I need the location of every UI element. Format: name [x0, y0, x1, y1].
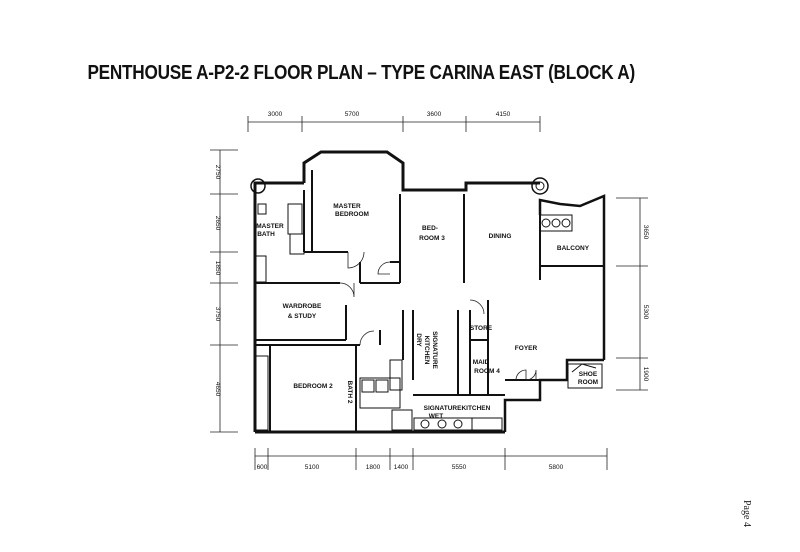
- dim-bottom-2: 5100: [305, 464, 320, 471]
- dim-right-3: 1900: [642, 367, 649, 382]
- dim-bottom-4: 1400: [394, 464, 409, 471]
- room-labels: MASTER BEDROOM MASTER BATH BED- ROOM 3 D…: [256, 203, 598, 420]
- label-wardrobe-2: & STUDY: [288, 313, 317, 320]
- dim-top-2: 5700: [345, 111, 360, 118]
- label-wardrobe-1: WARDROBE: [283, 303, 322, 310]
- label-kitchen-wet-2: WET: [429, 413, 443, 420]
- label-shoe-1: SHOE: [579, 371, 598, 378]
- label-kitchen-dry-2: KITCHEN: [423, 336, 430, 365]
- bottom-dimension-chain: [254, 448, 608, 470]
- label-maid-2: ROOM 4: [474, 368, 500, 375]
- label-kitchen-dry-1: SIGNATURE: [431, 331, 438, 369]
- page-number: Page 4: [741, 500, 752, 527]
- label-balcony: BALCONY: [557, 245, 590, 252]
- label-store: STORE: [470, 325, 493, 332]
- interior-walls: [255, 170, 604, 432]
- fixtures: [255, 203, 603, 431]
- label-bath2: BATH 2: [346, 381, 353, 404]
- dim-bottom-3: 1800: [366, 464, 381, 471]
- label-kitchen-wet-1: SIGNATUREKITCHEN: [424, 405, 491, 412]
- dim-top-4: 4150: [496, 111, 511, 118]
- label-bedroom3-1: BED-: [422, 225, 438, 232]
- page-title: PENTHOUSE A-P2-2 FLOOR PLAN – TYPE CARIN…: [87, 62, 635, 84]
- top-dimension-chain: [247, 116, 541, 132]
- dim-left-3: 1850: [214, 261, 221, 276]
- dim-bottom-5: 5550: [452, 464, 467, 471]
- label-foyer: FOYER: [515, 345, 538, 352]
- right-dimension-chain: [616, 197, 648, 391]
- label-kitchen-dry-3: DRY: [415, 333, 422, 347]
- label-master-bath-1: MASTER: [256, 223, 284, 230]
- label-shoe-2: ROOM: [578, 379, 598, 386]
- dim-top-1: 3000: [268, 111, 283, 118]
- dim-left-2: 2650: [214, 216, 221, 231]
- dim-left-5: 4650: [214, 382, 221, 397]
- label-bedroom2: BEDROOM 2: [293, 383, 333, 390]
- dim-bottom-1: 600: [257, 464, 268, 471]
- dim-right-1: 3650: [642, 225, 649, 240]
- label-master-bedroom-1: MASTER: [333, 203, 361, 210]
- label-maid-1: MAID: [473, 359, 490, 366]
- dim-left-4: 3750: [214, 307, 221, 322]
- dim-left-1: 2750: [214, 165, 221, 180]
- label-master-bedroom-2: BEDROOM: [335, 211, 369, 218]
- left-dimension-chain: [210, 149, 238, 433]
- dim-bottom-6: 5800: [549, 464, 564, 471]
- door-swings: [339, 251, 537, 381]
- dim-right-2: 5300: [642, 305, 649, 320]
- label-dining: DINING: [489, 233, 512, 240]
- label-bedroom3-2: ROOM 3: [419, 235, 445, 242]
- dim-top-3: 3600: [427, 111, 442, 118]
- label-master-bath-2: BATH: [257, 231, 275, 238]
